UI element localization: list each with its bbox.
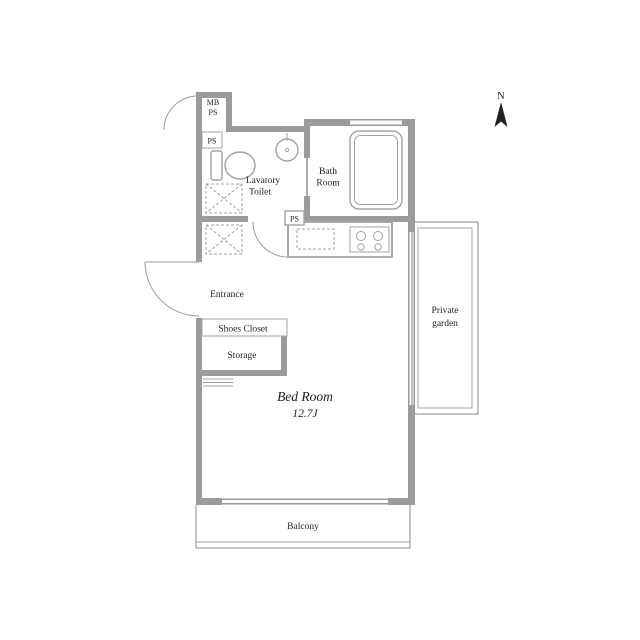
label-toilet: Toilet	[249, 188, 271, 198]
wall-left-lower	[196, 318, 202, 505]
door-arc-lavatory	[252, 221, 289, 258]
label-mb-ps: PS	[209, 108, 218, 117]
pipe-space-upper-box	[201, 131, 223, 149]
label-balcony: Balcony	[287, 522, 319, 532]
window-balcony-line1	[222, 498, 388, 500]
door-arc-entrance	[144, 261, 200, 317]
kitchen-cabinet	[296, 228, 335, 250]
door-arc-meter-box	[163, 95, 199, 131]
label-entrance: Entrance	[210, 290, 244, 300]
north-compass: N	[494, 91, 508, 127]
wall-bottom-left	[196, 498, 222, 505]
label-private: Private	[432, 306, 459, 316]
wall-right-lower	[408, 405, 415, 505]
label-storage: Storage	[227, 351, 256, 361]
wall-lavatory-top	[226, 126, 310, 132]
label-garden: garden	[432, 319, 458, 329]
wall-storage-bottom	[202, 370, 287, 376]
wall-right-upper	[408, 119, 415, 232]
wall-mb-top	[196, 92, 232, 98]
window-bath-top	[350, 120, 402, 125]
wall-lavatory-bottom	[202, 216, 248, 222]
label-bedroom-size: 12.7J	[292, 408, 318, 420]
wall-left-upper	[196, 132, 202, 262]
label-bedroom: Bed Room	[277, 389, 333, 404]
wall-bottom-right	[388, 498, 415, 505]
label-bath: Bath	[319, 167, 337, 177]
labels: MB PS PS Lavatory Toilet Bath Room PS En…	[207, 98, 459, 532]
bathtub-icon	[349, 130, 403, 210]
wall-lav-bath-upper	[304, 126, 310, 158]
walls	[196, 92, 415, 505]
north-arrow-icon	[494, 102, 508, 127]
window-garden-line2	[413, 232, 415, 405]
label-mb: MB	[207, 98, 219, 107]
shelf-lines	[203, 378, 233, 387]
wall-lav-bath-lower	[304, 196, 310, 216]
label-lavatory: Lavatory	[246, 176, 281, 186]
pipe-space-kitchen-box	[284, 210, 305, 226]
label-ps-upper: PS	[208, 137, 217, 146]
wall-bath-bottom	[304, 216, 415, 222]
washer-space-upper	[205, 183, 243, 214]
window-garden-line1	[408, 232, 410, 405]
kitchen-counter	[287, 221, 393, 258]
stove-icon	[349, 226, 390, 253]
toilet-icon	[210, 150, 256, 181]
label-shoes-closet: Shoes Closet	[218, 325, 268, 335]
balcony-outline	[195, 505, 411, 549]
fixtures	[201, 130, 403, 387]
label-ps-kitchen: PS	[290, 215, 299, 224]
washer-space-lower	[205, 224, 243, 255]
north-label: N	[497, 91, 504, 102]
sink-icon	[275, 133, 299, 162]
wall-mb-left	[196, 92, 202, 132]
exterior	[195, 221, 479, 549]
wall-storage-right	[281, 336, 287, 376]
wall-mb-right	[226, 92, 232, 132]
label-bath-room: Room	[316, 179, 340, 189]
private-garden-outline	[411, 221, 479, 415]
bath-door-line	[306, 158, 308, 196]
window-balcony-line2	[222, 503, 388, 505]
